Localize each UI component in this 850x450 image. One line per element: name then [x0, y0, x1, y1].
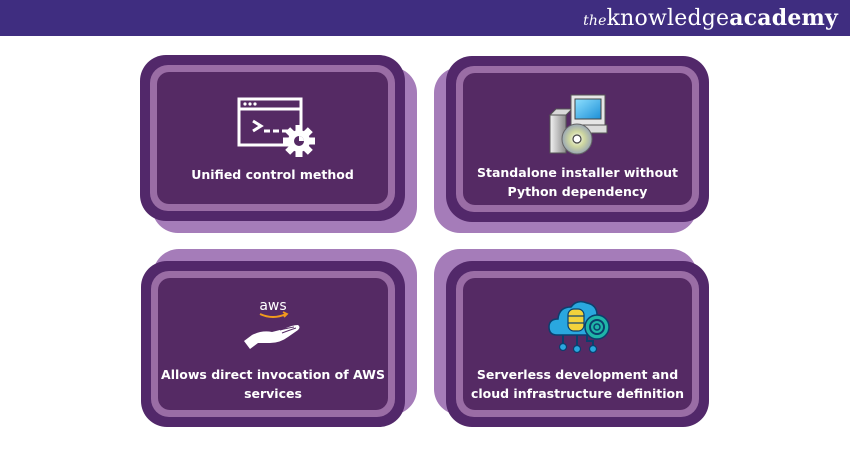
- card-label: Standalone installer without Python depe…: [476, 165, 679, 199]
- card-panel: [158, 278, 388, 410]
- feature-card-unified-control: Unified control method: [140, 55, 417, 233]
- feature-card-aws-invocation: aws Allows direct invocation of AWS serv…: [141, 249, 417, 427]
- terminal-gear-icon: [237, 97, 321, 157]
- cloud-database-gear-icon: [547, 297, 613, 355]
- brand-logo[interactable]: theknowledgeacademy: [583, 4, 838, 35]
- aws-logo-text: aws: [259, 298, 286, 314]
- aws-hand-icon: aws: [240, 297, 306, 357]
- installer-cd-icon: [547, 93, 609, 157]
- logo-word-knowledge: knowledge: [606, 6, 730, 31]
- logo-prefix: the: [583, 13, 607, 29]
- card-label: Allows direct invocation of AWS services: [161, 367, 385, 401]
- card-label: Serverless development and cloud infrast…: [470, 367, 685, 401]
- card-panel: [157, 72, 388, 204]
- card-label: Unified control method: [191, 167, 354, 182]
- feature-card-serverless-development: Serverless development and cloud infrast…: [434, 249, 709, 427]
- logo-word-academy: academy: [729, 5, 838, 31]
- header-bar: theknowledgeacademy: [0, 0, 850, 36]
- feature-card-standalone-installer: Standalone installer without Python depe…: [434, 56, 709, 233]
